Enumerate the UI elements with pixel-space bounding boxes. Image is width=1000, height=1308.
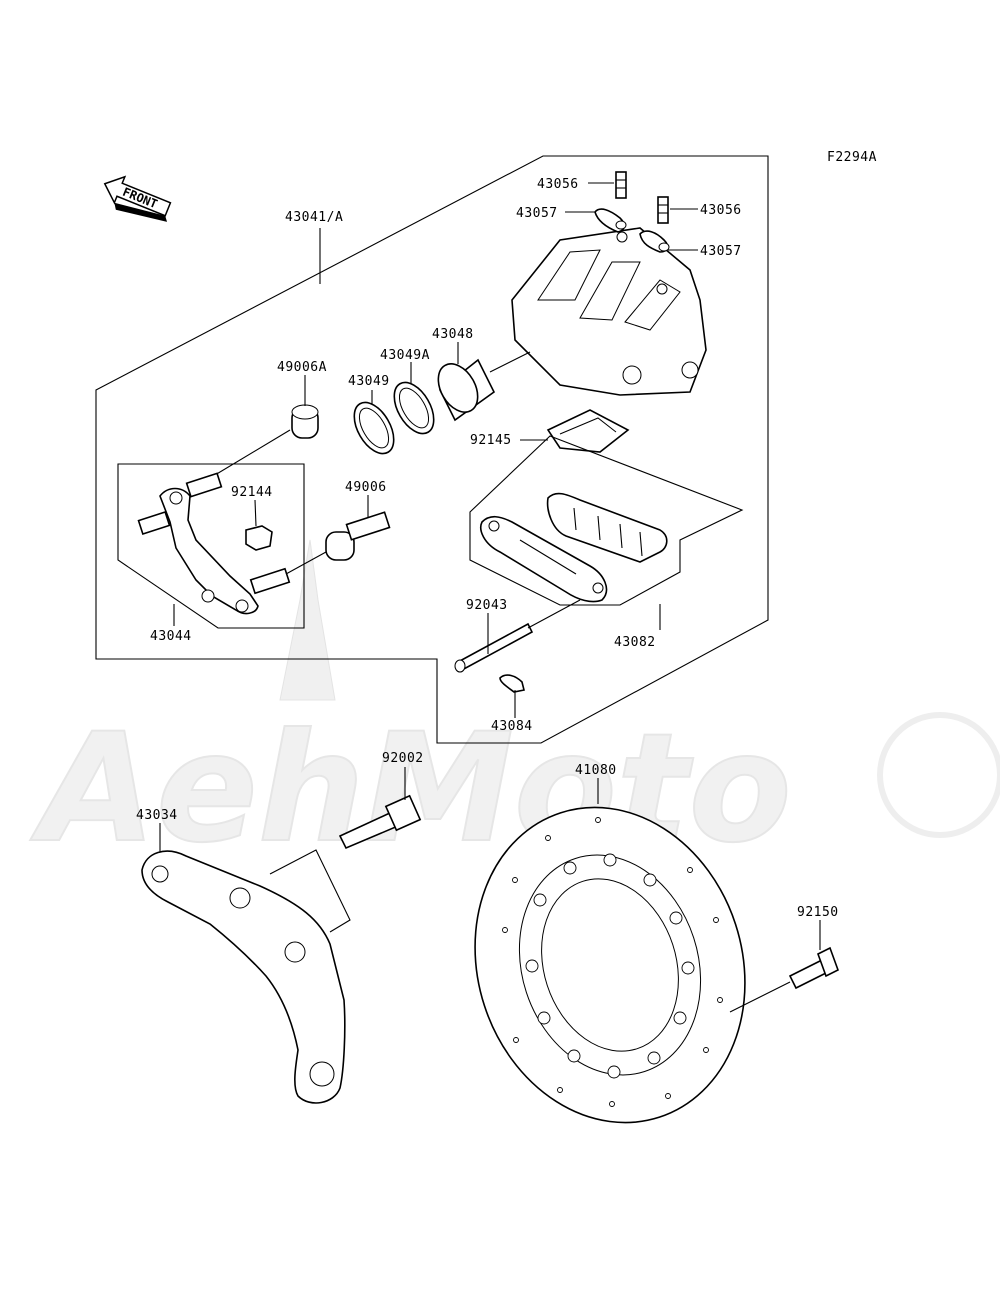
brake-pad-front bbox=[480, 515, 608, 603]
label-49006A: 49006A bbox=[277, 360, 327, 375]
watermark-tower bbox=[279, 539, 336, 701]
label-92043: 92043 bbox=[466, 598, 508, 613]
watermark-text: AehMoto bbox=[30, 702, 792, 876]
label-43048: 43048 bbox=[432, 327, 474, 342]
label-43056-b: 43056 bbox=[700, 203, 742, 218]
disc-bolt bbox=[788, 946, 839, 990]
bleeder-cap-a bbox=[594, 208, 627, 233]
mount-bolt bbox=[338, 794, 422, 850]
label-92145: 92145 bbox=[470, 433, 512, 448]
bleeder-screw-a bbox=[615, 171, 627, 199]
label-43082: 43082 bbox=[614, 635, 656, 650]
front-arrow-icon: FRONT bbox=[103, 175, 172, 222]
label-43044: 43044 bbox=[150, 629, 192, 644]
brake-disc bbox=[474, 806, 746, 1124]
caliper-mount-bracket bbox=[141, 850, 346, 1104]
bracket-kit-outline bbox=[117, 463, 305, 629]
caliper-body bbox=[511, 227, 707, 396]
caliper-kit-outline bbox=[95, 155, 769, 744]
label-92002: 92002 bbox=[382, 751, 424, 766]
watermark-wheel-icon bbox=[877, 712, 1000, 838]
diagram-code: F2294A bbox=[827, 150, 877, 165]
label-41080: 41080 bbox=[575, 763, 617, 778]
label-43034: 43034 bbox=[136, 808, 178, 823]
label-92144: 92144 bbox=[231, 485, 273, 500]
label-43056-a: 43056 bbox=[537, 177, 579, 192]
label-49006: 49006 bbox=[345, 480, 387, 495]
label-43049A: 43049A bbox=[380, 348, 430, 363]
label-43049: 43049 bbox=[348, 374, 390, 389]
pad-holder bbox=[245, 525, 273, 551]
pad-spring bbox=[546, 409, 630, 453]
label-43057-b: 43057 bbox=[700, 244, 742, 259]
caliper-bracket bbox=[137, 472, 291, 615]
pin-clip bbox=[499, 674, 525, 693]
boot-lower bbox=[325, 511, 391, 561]
watermark: AehMoto bbox=[29, 539, 1000, 877]
bleeder-screw-b bbox=[657, 196, 669, 224]
label-43041: 43041/A bbox=[285, 210, 343, 225]
label-92150: 92150 bbox=[797, 905, 839, 920]
label-43084: 43084 bbox=[491, 719, 533, 734]
pad-pin bbox=[454, 622, 534, 673]
pad-set-outline bbox=[469, 435, 744, 606]
label-43057-a: 43057 bbox=[516, 206, 558, 221]
bleeder-cap-b bbox=[639, 230, 670, 253]
boot-upper bbox=[291, 404, 319, 439]
piston bbox=[437, 358, 496, 422]
brake-pad-rear bbox=[546, 492, 668, 563]
